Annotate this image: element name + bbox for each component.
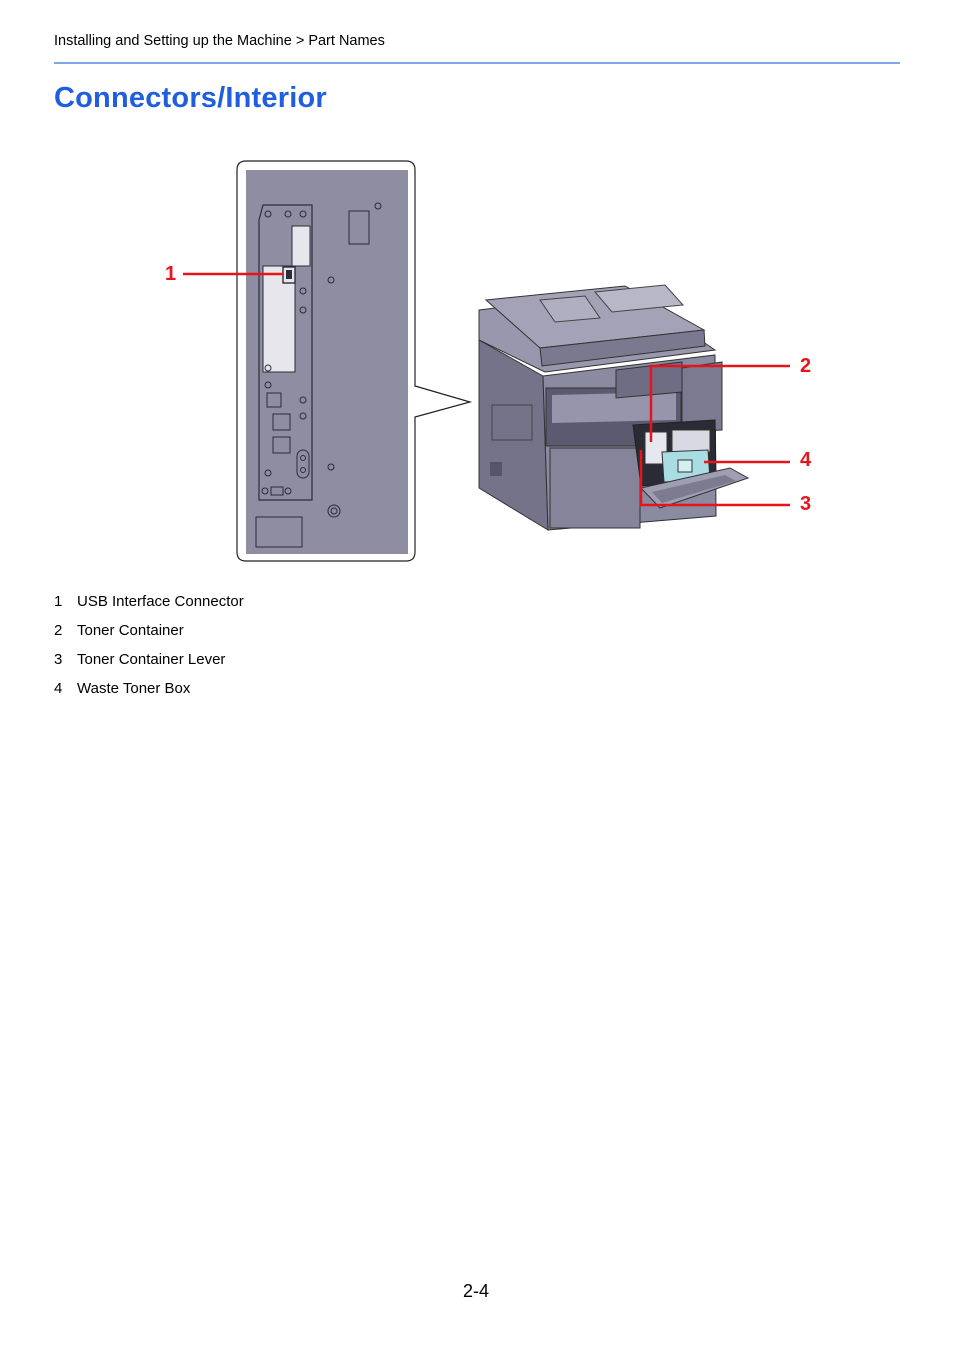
callout-1: 1 xyxy=(165,263,177,285)
legend-number: 2 xyxy=(54,622,63,639)
rear-panel-zoom xyxy=(236,160,473,562)
legend-number: 3 xyxy=(54,651,63,668)
legend-item: 4 Waste Toner Box xyxy=(54,680,244,709)
multifunction-printer-image xyxy=(478,284,750,531)
page-title: Connectors/Interior xyxy=(54,82,327,114)
legend-number: 4 xyxy=(54,680,63,697)
legend-label: Toner Container Lever xyxy=(77,651,226,668)
parts-legend: 1 USB Interface Connector 2 Toner Contai… xyxy=(54,593,244,709)
legend-item: 3 Toner Container Lever xyxy=(54,651,244,680)
legend-label: Toner Container xyxy=(77,622,184,639)
connectors-figure xyxy=(183,160,790,562)
legend-number: 1 xyxy=(54,593,63,610)
legend-label: USB Interface Connector xyxy=(77,593,244,610)
legend-item: 2 Toner Container xyxy=(54,622,244,651)
legend-label: Waste Toner Box xyxy=(77,680,191,697)
callout-4: 4 xyxy=(800,449,812,471)
breadcrumb: Installing and Setting up the Machine > … xyxy=(54,33,385,49)
callout-leaders xyxy=(183,272,790,507)
page-number: 2-4 xyxy=(463,1281,490,1301)
header-rule xyxy=(54,62,900,64)
callout-3: 3 xyxy=(800,493,812,515)
callout-2: 2 xyxy=(800,355,812,377)
legend-item: 1 USB Interface Connector xyxy=(54,593,244,622)
